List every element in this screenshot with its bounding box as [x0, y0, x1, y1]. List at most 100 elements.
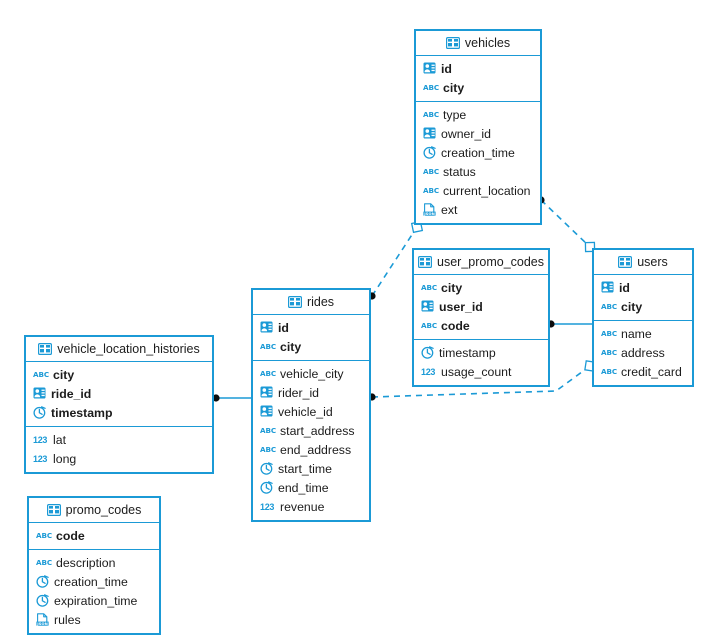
key-field-user_id[interactable]: user_id: [414, 297, 548, 316]
entity-title-users[interactable]: users: [594, 250, 692, 275]
entity-title-promo_codes[interactable]: promo_codes: [29, 498, 159, 523]
abc-icon: ABC: [423, 110, 440, 119]
abc-icon: ABC: [601, 329, 618, 338]
key-field-timestamp[interactable]: timestamp: [26, 403, 212, 422]
svg-text:JSON: JSON: [423, 211, 435, 216]
table-icon: [287, 295, 302, 309]
abc-icon: ABC: [33, 370, 50, 379]
field-label: name: [621, 326, 652, 341]
entity-title-user_promo_codes[interactable]: user_promo_codes: [414, 250, 548, 275]
field-label: city: [53, 367, 75, 382]
field-label: revenue: [280, 499, 325, 514]
id-card-icon: [421, 300, 434, 313]
relationship-rel-vlh-rides[interactable]: [212, 394, 251, 402]
field-label: current_location: [443, 183, 531, 198]
field-label: ext: [441, 202, 458, 217]
key-field-ride_id[interactable]: ride_id: [26, 384, 212, 403]
field-label: usage_count: [441, 364, 512, 379]
relationship-rel-upc-users[interactable]: [547, 320, 592, 328]
id-card-icon: [601, 281, 614, 294]
id-card-icon: [423, 127, 436, 140]
clock-icon: [260, 481, 273, 494]
column-field-creation_time[interactable]: creation_time: [29, 572, 159, 591]
field-label: long: [53, 451, 77, 466]
clock-icon: [36, 575, 49, 588]
abc-icon: ABC: [601, 302, 618, 311]
column-field-ext[interactable]: JSON ext: [416, 200, 540, 219]
field-label: address: [621, 345, 665, 360]
column-field-expiration_time[interactable]: expiration_time: [29, 591, 159, 610]
key-field-id[interactable]: id: [594, 278, 692, 297]
id-card-icon: [260, 386, 273, 399]
column-field-usage_count[interactable]: 123 usage_count: [414, 362, 548, 381]
field-label: ride_id: [51, 386, 92, 401]
column-field-start_time[interactable]: start_time: [253, 459, 369, 478]
entity-title-vehicle_location_histories[interactable]: vehicle_location_histories: [26, 337, 212, 362]
column-field-end_time[interactable]: end_time: [253, 478, 369, 497]
entity-title-vehicles[interactable]: vehicles: [416, 31, 540, 56]
field-label: code: [441, 318, 470, 333]
field-label: expiration_time: [54, 593, 138, 608]
table-icon: [46, 503, 61, 517]
column-field-rider_id[interactable]: rider_id: [253, 383, 369, 402]
field-label: end_time: [278, 480, 329, 495]
abc-icon: ABC: [601, 348, 618, 357]
id-card-icon: [260, 321, 273, 334]
abc-icon: ABC: [260, 369, 277, 378]
column-field-owner_id[interactable]: owner_id: [416, 124, 540, 143]
column-field-vehicle_id[interactable]: vehicle_id: [253, 402, 369, 421]
key-field-id[interactable]: id: [416, 59, 540, 78]
123-icon: 123: [421, 367, 436, 377]
field-label: start_address: [280, 423, 355, 438]
field-label: timestamp: [51, 405, 113, 420]
entity-title-rides[interactable]: rides: [253, 290, 369, 315]
entity-name: users: [637, 255, 668, 269]
relationship-rel-vehicles-users[interactable]: [537, 196, 596, 253]
table-icon: [418, 255, 432, 269]
table-icon: [618, 255, 633, 269]
abc-icon: ABC: [421, 321, 438, 330]
field-label: rules: [54, 612, 81, 627]
clock-icon: [260, 462, 273, 475]
entity-name: vehicles: [464, 36, 511, 50]
entity-name: rides: [306, 295, 335, 309]
column-field-creation_time[interactable]: creation_time: [416, 143, 540, 162]
field-label: timestamp: [439, 345, 496, 360]
key-field-id[interactable]: id: [253, 318, 369, 337]
entity-name: vehicle_location_histories: [57, 342, 200, 356]
column-field-timestamp[interactable]: timestamp: [414, 343, 548, 362]
